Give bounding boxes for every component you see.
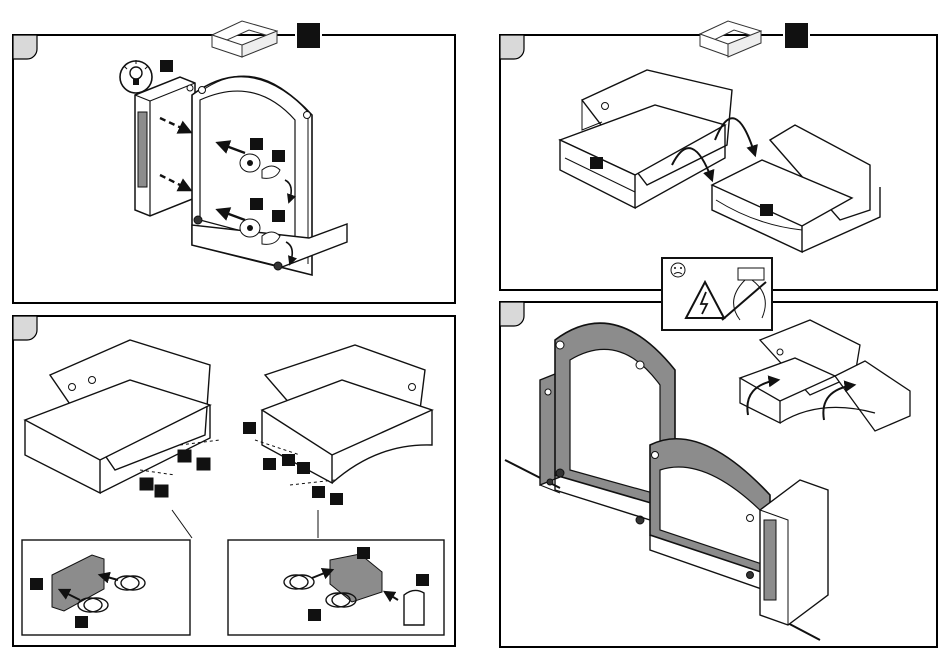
step-number-tab — [13, 35, 37, 59]
step-number-tab — [500, 302, 524, 326]
end-panel-right — [760, 480, 828, 625]
part-label-square — [160, 60, 173, 72]
panel-step-frame-bolting — [13, 21, 455, 303]
sad-face-icon — [671, 263, 685, 277]
warning-box — [662, 258, 772, 330]
panel-step-join-modules — [500, 21, 937, 290]
hook-plate-icon — [404, 590, 424, 625]
panel-step-attach-connectors — [13, 316, 455, 646]
detail-box-right — [228, 540, 444, 635]
step-number-tab — [13, 316, 37, 340]
step-badge — [784, 22, 809, 49]
step-number-tab — [500, 35, 524, 59]
step-badge — [296, 22, 321, 49]
detail-box-left — [22, 540, 190, 635]
panel-step-assembled-rear-view — [500, 258, 937, 647]
light-bulb-icon — [120, 60, 152, 93]
side-panel-part — [135, 77, 195, 216]
